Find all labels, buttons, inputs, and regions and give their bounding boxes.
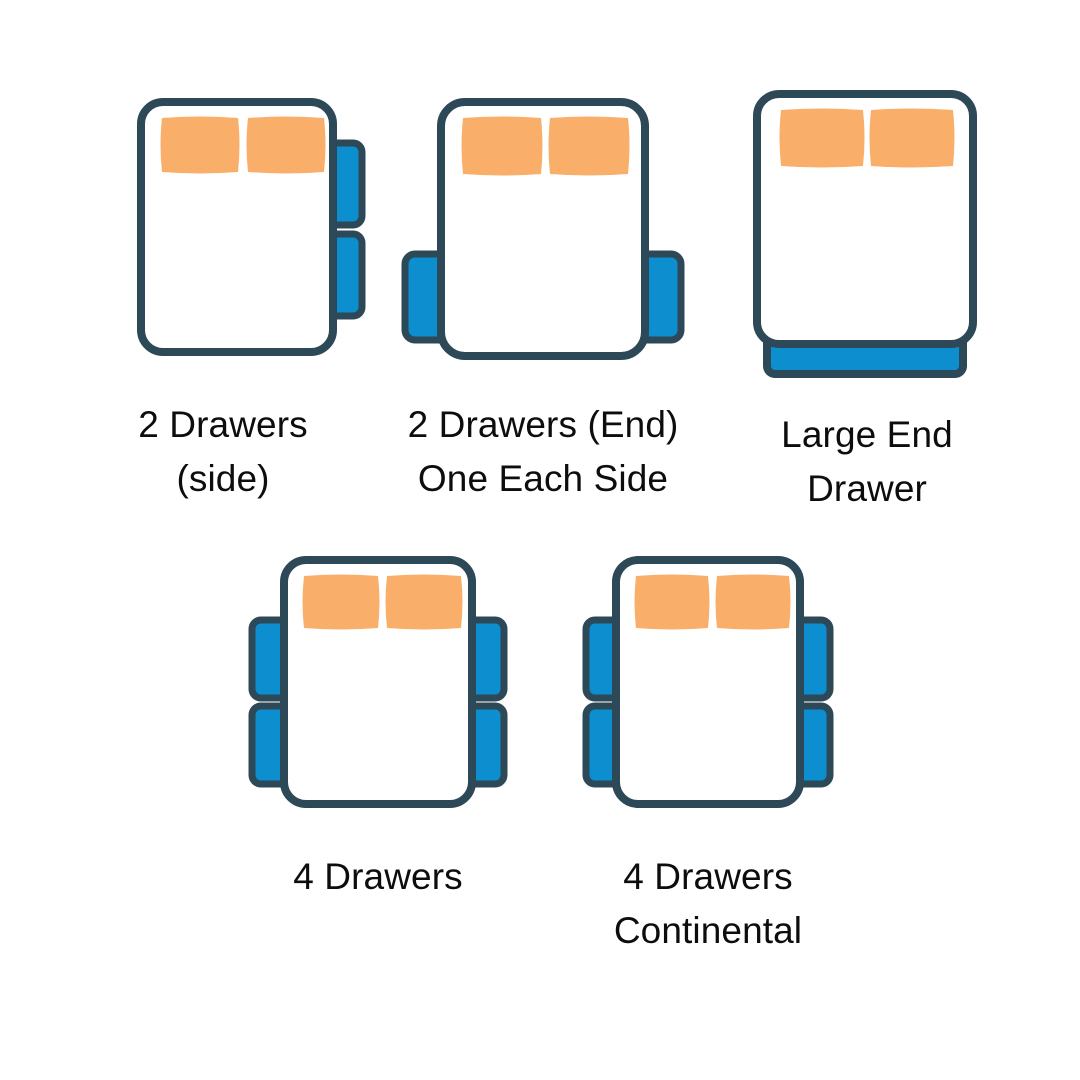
pillow-right (385, 574, 463, 630)
pillow-left (634, 574, 710, 630)
bed-option-label: 2 Drawers (side) (138, 404, 308, 500)
bed-option-four-drawers[interactable]: 4 Drawers (218, 548, 538, 904)
bed-option-label: 4 Drawers (293, 856, 463, 897)
bed-option-two-drawers-end-one-each-side[interactable]: 2 Drawers (End) One Each Side (378, 88, 708, 507)
pillow-left (779, 108, 865, 168)
pillow-left (302, 574, 380, 630)
bed-option-four-drawers-continental[interactable]: 4 Drawers Continental (548, 548, 868, 959)
bed-option-label: Large End Drawer (781, 414, 953, 510)
bed-option-large-end-drawer[interactable]: Large End Drawer (722, 78, 1012, 517)
bed-option-label: 2 Drawers (End) One Each Side (407, 404, 679, 500)
bed-illustration-large-end-drawer (737, 78, 997, 378)
pillow-left (461, 116, 543, 176)
pillow-right (715, 574, 791, 630)
bed-option-label: 4 Drawers Continental (613, 856, 803, 952)
pillow-right (548, 116, 630, 176)
bed-option-two-drawers-side[interactable]: 2 Drawers (side) (58, 88, 388, 507)
pillow-left (160, 116, 240, 174)
bed-illustration-two-drawers-side (73, 88, 373, 366)
bed-illustration-two-drawers-end (393, 88, 693, 366)
pillow-right (246, 116, 326, 174)
bed-illustration-four-drawers (238, 548, 518, 818)
bed-illustration-four-drawers-continental (568, 548, 848, 818)
pillow-right (869, 108, 955, 168)
